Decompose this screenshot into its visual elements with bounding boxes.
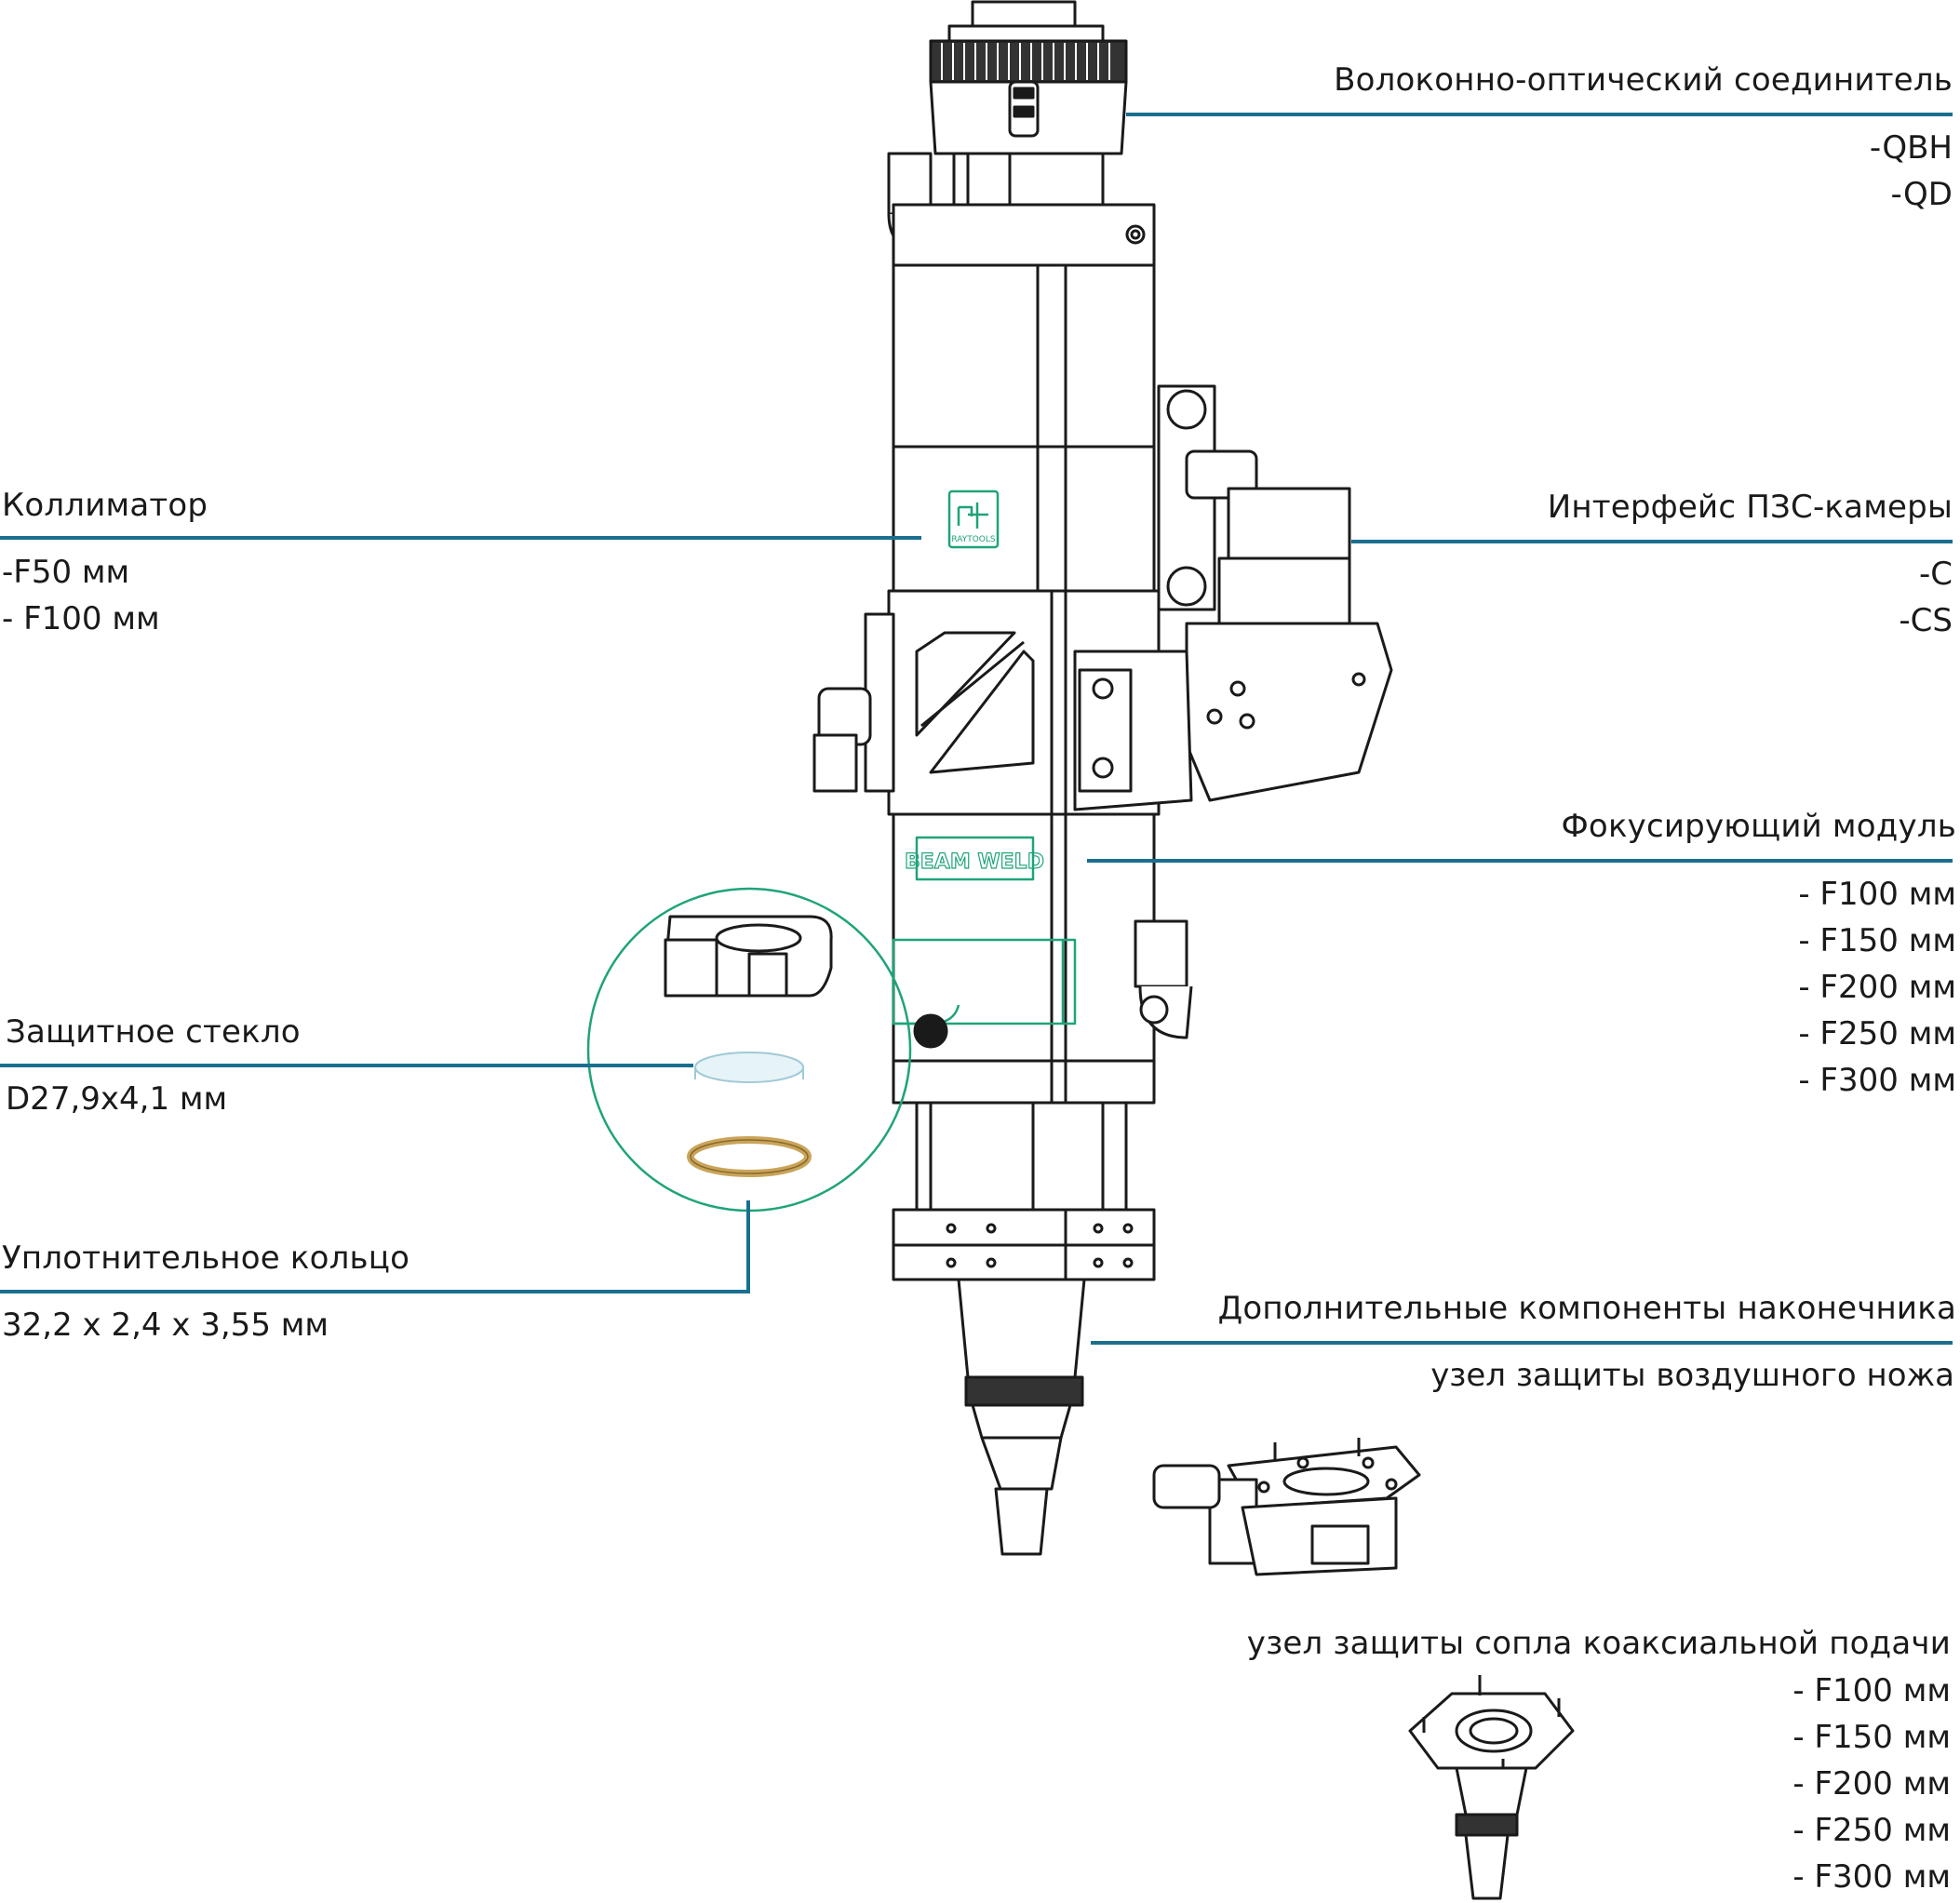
raytools-logo — [947, 489, 1000, 549]
focus-leader — [1087, 859, 1953, 863]
beam-weld-logo-text: BEAM WELD — [905, 851, 1044, 874]
list-item: - F250 мм — [1798, 1015, 1956, 1052]
nozzle-leader — [1091, 1341, 1953, 1345]
ccd-interface-list: -C -CS — [1899, 551, 1953, 644]
focus-module-list: - F100 мм - F150 мм - F200 мм - F250 мм … — [1798, 871, 1956, 1104]
seal-ring-list: 32,2 x 2,4 x 3,55 мм — [2, 1302, 329, 1348]
list-item: 32,2 x 2,4 x 3,55 мм — [2, 1307, 329, 1344]
focus-module-title: Фокусирующий модуль — [1561, 808, 1956, 845]
ring-leader-h — [0, 1290, 749, 1293]
list-item: - F100 мм — [1792, 1672, 1951, 1709]
list-item: узел защиты воздушного ножа — [1430, 1357, 1954, 1394]
list-item: - F100 мм — [2, 600, 160, 637]
coaxial-unit-title: узел защиты сопла коаксиальной подачи — [1246, 1625, 1951, 1662]
list-item: - F300 мм — [1798, 1062, 1956, 1099]
ccd-assembly — [1073, 384, 1393, 811]
ccd-leader — [1351, 540, 1953, 543]
beam-weld-logo — [915, 836, 1035, 881]
glass-leader — [0, 1064, 693, 1067]
protective-glass-detail — [694, 1052, 804, 1083]
nozzle-body — [892, 1101, 1156, 1556]
fiber-connector — [929, 0, 1128, 207]
seal-ring-detail — [687, 1136, 812, 1177]
ccd-interface-title: Интерфейс ПЗС-камеры — [1547, 489, 1953, 526]
list-item: - F200 мм — [1798, 969, 1956, 1006]
nozzle-components-title: Дополнительные компоненты наконечника — [1217, 1290, 1956, 1327]
list-item: - F300 мм — [1792, 1858, 1951, 1896]
list-item: - F100 мм — [1798, 876, 1956, 913]
ring-leader-v — [746, 1200, 750, 1293]
list-item: - F250 мм — [1792, 1812, 1951, 1849]
glass-holder-detail — [664, 915, 833, 998]
collimator-list: -F50 мм - F100 мм — [2, 549, 160, 642]
coaxial-unit-list: - F100 мм - F150 мм - F200 мм - F250 мм … — [1792, 1668, 1951, 1900]
fiber-leader — [1126, 113, 1953, 116]
list-item: D27,9x4,1 мм — [6, 1080, 228, 1118]
protective-glass-drawer — [892, 938, 1077, 1049]
list-item: - F200 мм — [1792, 1765, 1951, 1802]
list-item: -CS — [1899, 602, 1953, 639]
left-fitting — [812, 612, 895, 793]
protective-glass-title: Защитное стекло — [6, 1013, 301, 1051]
raytools-logo-text: RAYTOOLS — [951, 535, 996, 544]
collimator-title: Коллиматор — [2, 487, 208, 524]
list-item: -F50 мм — [2, 554, 130, 591]
top-block — [892, 203, 1156, 267]
collimator-body — [892, 263, 1156, 593]
fiber-connector-list: -QBH -QD — [1870, 125, 1953, 218]
list-item: - F150 мм — [1798, 922, 1956, 959]
nozzle-components-list: узел защиты воздушного ножа — [1430, 1352, 1954, 1399]
air-knife-unit — [1152, 1438, 1421, 1576]
collimator-leader — [0, 536, 921, 540]
list-item: - F150 мм — [1792, 1719, 1951, 1756]
list-item: -C — [1918, 556, 1953, 593]
coaxial-unit — [1408, 1675, 1575, 1900]
list-item: -QD — [1890, 176, 1953, 213]
protective-glass-list: D27,9x4,1 мм — [6, 1076, 227, 1122]
list-item: -QBH — [1869, 129, 1953, 167]
fiber-connector-title: Волоконно-оптический соединитель — [1334, 61, 1953, 99]
seal-ring-title: Уплотнительное кольцо — [2, 1240, 410, 1277]
